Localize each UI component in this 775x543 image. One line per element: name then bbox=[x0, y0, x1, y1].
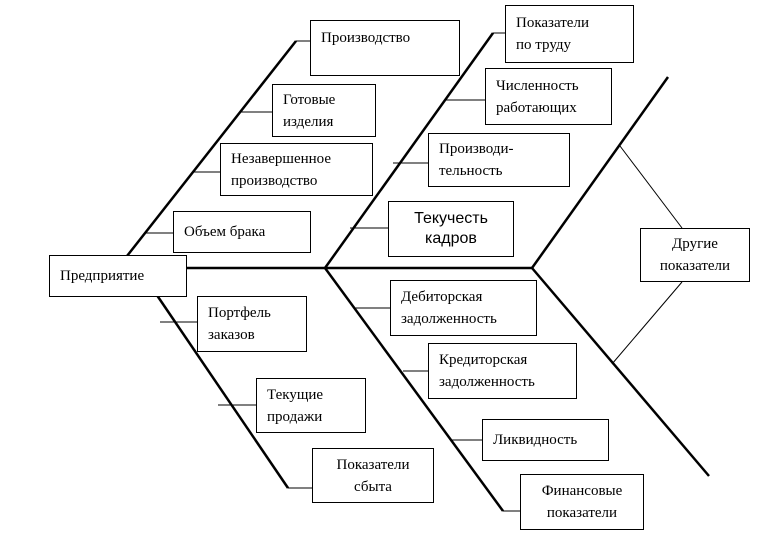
sales-item-order-portfolio: Портфель заказов bbox=[197, 296, 307, 352]
labor-item-turnover: Текучесть кадров bbox=[388, 201, 514, 257]
finance-item-liquidity: Ликвидность bbox=[482, 419, 609, 461]
root-box-enterprise: Предприятие bbox=[49, 255, 187, 297]
production-title: Производство bbox=[321, 30, 411, 46]
finance-title: Финансовые показатели bbox=[541, 483, 623, 521]
root-label: Предприятие bbox=[60, 268, 145, 284]
bone-right-lower bbox=[531, 267, 710, 477]
bone-right-upper bbox=[530, 76, 670, 269]
finance-item-receivables: Дебиторская задолженность bbox=[390, 280, 537, 336]
bone-labor bbox=[323, 32, 495, 269]
labor-title-box: Показатели по труду bbox=[505, 5, 634, 63]
finance-title-box: Финансовые показатели bbox=[520, 474, 644, 530]
labor-item-productivity: Производи- тельность bbox=[428, 133, 570, 187]
production-item-defects: Объем брака bbox=[173, 211, 311, 253]
bone-finance bbox=[323, 267, 505, 512]
other-indicators-box: Другие показатели bbox=[640, 228, 750, 282]
production-item-finished-goods: Готовые изделия bbox=[272, 84, 376, 137]
production-title-box: Производство bbox=[310, 20, 460, 76]
sales-title-box: Показатели сбыта bbox=[312, 448, 434, 503]
finance-item-payables: Кредиторская задолженность bbox=[428, 343, 577, 399]
production-item-wip: Незавершенное производство bbox=[220, 143, 373, 196]
sales-item-current-sales: Текущие продажи bbox=[256, 378, 366, 433]
bone-production bbox=[126, 40, 297, 257]
bone-sales bbox=[148, 284, 290, 489]
labor-title: Показатели по труду bbox=[516, 15, 589, 53]
labor-item-headcount: Численность работающих bbox=[485, 68, 612, 125]
sales-title: Показатели сбыта bbox=[336, 456, 410, 495]
